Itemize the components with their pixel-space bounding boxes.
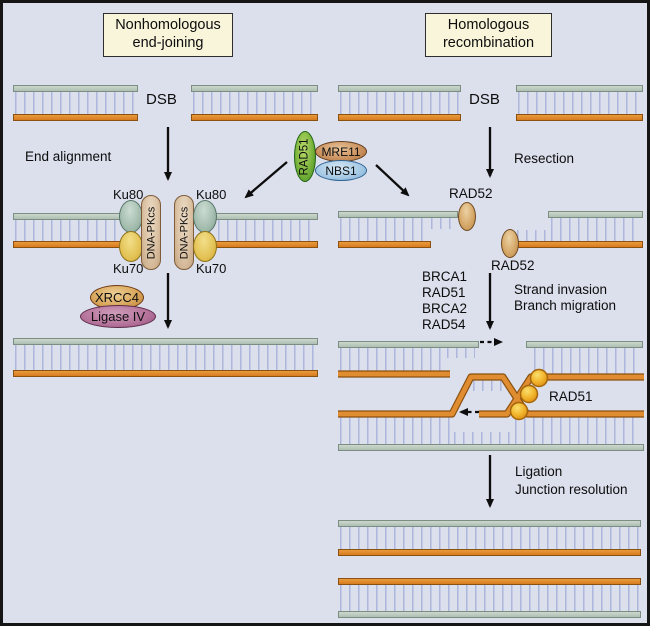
dna-rungs — [340, 218, 429, 241]
rad52-ellipse-bottom — [501, 229, 519, 258]
dna-top-strand — [338, 520, 641, 527]
ssdna-overhang-ticks — [447, 348, 475, 358]
mre11-ellipse: MRE11 — [315, 141, 367, 162]
rad51-sensor-label: RAD51 — [299, 137, 312, 176]
dna-rungs — [340, 585, 639, 611]
dna-pkcs-label-right: DNA-PKcs — [178, 206, 190, 259]
junction-resolution-label: Junction resolution — [515, 482, 628, 497]
ku70-label-left: Ku70 — [113, 261, 144, 276]
ligase4-ellipse: Ligase IV — [80, 305, 156, 328]
dna-rungs — [15, 220, 119, 241]
nbs1-label: NBS1 — [325, 163, 357, 178]
hr-factor-rad51: RAD51 — [422, 285, 466, 300]
ligation-label: Ligation — [515, 464, 563, 479]
dna-bottom-strand — [191, 114, 318, 121]
nhej-title-box: Nonhomologous end-joining — [103, 13, 233, 57]
sensor-arrow-to-hr — [375, 164, 410, 197]
ku80-label-right: Ku80 — [196, 187, 227, 202]
ku80-ellipse-left — [119, 200, 143, 233]
dna-bottom-strand — [13, 114, 138, 121]
ku80-label-left: Ku80 — [113, 187, 144, 202]
dna-bottom-strand — [338, 549, 641, 556]
dna-top-strand — [526, 341, 643, 348]
nbs1-ellipse: NBS1 — [315, 160, 367, 181]
rad51-ball — [519, 384, 539, 404]
dna-bottom-strand — [13, 370, 318, 377]
ssdna-overhang-ticks — [473, 380, 502, 391]
ssdna-overhang-ticks — [431, 218, 456, 229]
dna-top-strand — [548, 211, 643, 218]
dna-rungs — [15, 92, 136, 114]
nhej-title-line1: Nonhomologous — [115, 17, 221, 34]
dna-rungs — [340, 348, 444, 372]
ku70-ellipse-left — [119, 231, 143, 262]
branch-migration-label: Branch migration — [514, 298, 617, 313]
dna-bottom-strand — [338, 241, 431, 248]
dna-rungs — [551, 218, 641, 241]
dna-rungs — [340, 417, 450, 444]
ku70-ellipse-right — [193, 231, 217, 262]
ku80-ellipse-right — [193, 200, 217, 233]
dsb-label-left: DSB — [146, 91, 177, 108]
hr-title-line2: recombination — [442, 35, 535, 51]
strand-invasion-label: Strand invasion — [514, 282, 608, 297]
end-alignment-label: End alignment — [25, 149, 112, 164]
dna-top-strand — [516, 85, 643, 92]
dna-rungs — [15, 345, 316, 370]
resection-label: Resection — [514, 151, 575, 166]
dna-top-strand — [338, 211, 458, 218]
ligase4-label: Ligase IV — [90, 309, 146, 324]
dsb-label-right: DSB — [469, 91, 500, 108]
hr-factor-list: BRCA1 RAD51 BRCA2 RAD54 — [422, 269, 467, 333]
hr-factor-brca2: BRCA2 — [422, 301, 468, 316]
rad52-label-bottom: RAD52 — [491, 258, 535, 273]
dna-rungs — [193, 92, 316, 114]
dna-bottom-strand — [338, 114, 461, 121]
dna-top-strand — [338, 341, 479, 348]
dna-rungs — [340, 527, 639, 549]
nhej-title-line2: end-joining — [132, 35, 204, 51]
ku70-label-right: Ku70 — [196, 261, 227, 276]
dna-rungs — [340, 92, 459, 114]
dna-top-strand — [13, 85, 138, 92]
dna-rungs — [200, 220, 316, 241]
dna-bottom-strand — [13, 241, 121, 248]
dna-rungs — [534, 348, 641, 374]
dna-pkcs-capsule-right: DNA-PKcs — [174, 195, 194, 270]
dna-bottom-strand — [515, 241, 643, 248]
dna-pkcs-label-left: DNA-PKcs — [145, 206, 157, 259]
rad52-label-top: RAD52 — [449, 186, 493, 201]
mre11-label: MRE11 — [321, 144, 361, 159]
rad52-ellipse-top — [458, 202, 476, 231]
rad51-sensor-ellipse: RAD51 — [294, 131, 316, 182]
dna-rungs — [518, 92, 641, 114]
dna-top-strand-orange — [338, 578, 641, 585]
dna-top-strand — [13, 338, 318, 345]
ssdna-overhang-ticks — [454, 432, 511, 444]
hr-factor-rad54: RAD54 — [422, 317, 466, 332]
hr-factor-brca1: BRCA1 — [422, 269, 468, 284]
rad51-filament — [509, 368, 549, 421]
dna-bottom-strand-green — [338, 611, 641, 618]
dna-top-strand — [338, 85, 461, 92]
dna-pkcs-capsule-left: DNA-PKcs — [141, 195, 161, 270]
dna-bottom-strand — [516, 114, 643, 121]
dna-rungs — [515, 417, 641, 444]
dna-top-strand — [191, 85, 318, 92]
hr-title-line1: Homologous — [447, 17, 530, 34]
xrcc4-label: XRCC4 — [94, 290, 140, 305]
dna-bottom-strand-green — [338, 444, 644, 451]
ssdna-overhang-ticks — [517, 230, 546, 241]
sensor-arrow-to-nhej — [244, 161, 288, 199]
rad51-filament-label: RAD51 — [549, 389, 593, 404]
hr-title-box: Homologous recombination — [425, 13, 552, 57]
dna-top-strand — [13, 213, 121, 220]
